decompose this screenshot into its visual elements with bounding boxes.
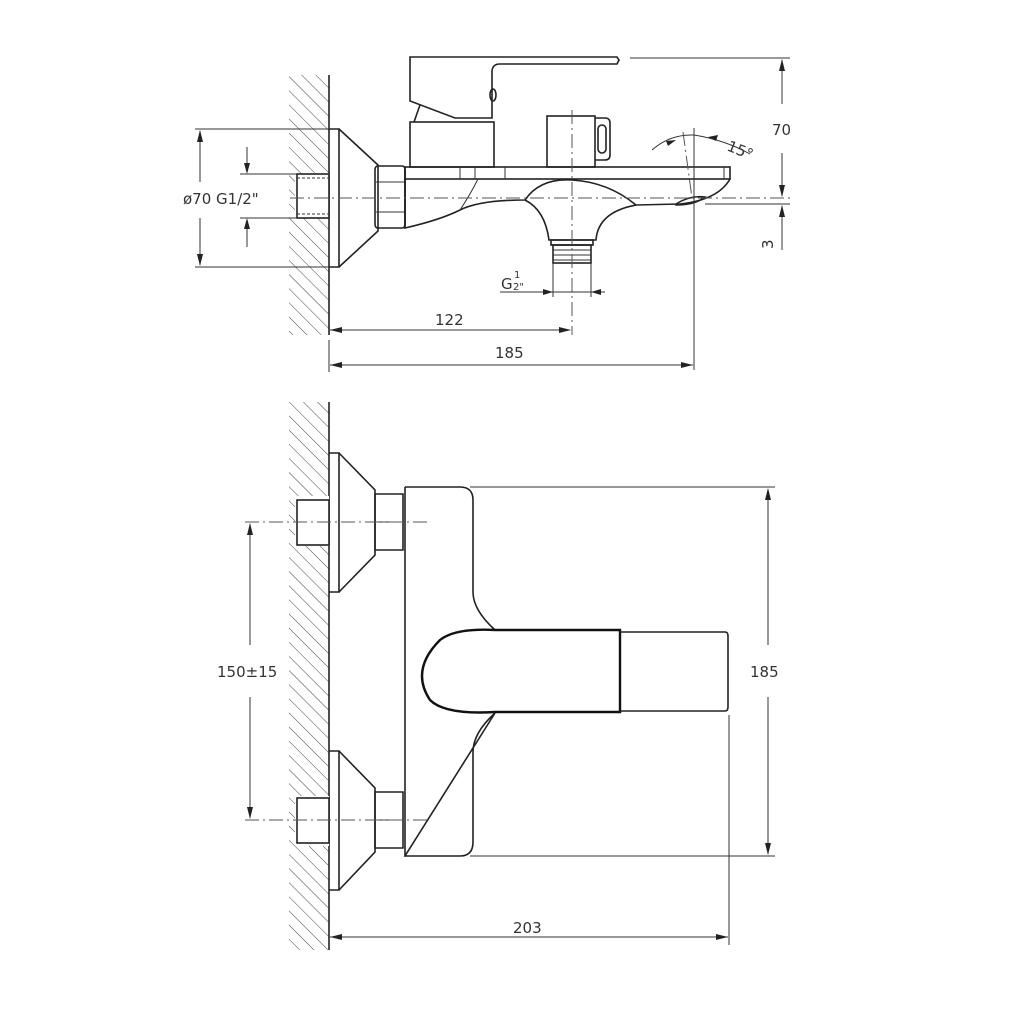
lower-inlet [245, 750, 430, 891]
label-inlet-spacing: 150±15 [217, 663, 277, 681]
label-angle: 15° [725, 137, 756, 164]
dimension-body-width: 185 [470, 486, 779, 857]
upper-inlet [245, 452, 430, 593]
label-outlet-thread: G [501, 275, 513, 293]
label-outlet-distance: 122 [435, 311, 464, 329]
inlet-pipe [296, 173, 330, 219]
label-total-depth-side: 185 [495, 344, 524, 362]
label-body-width: 185 [750, 663, 779, 681]
wall-hatch-bottom [289, 402, 330, 950]
label-total-depth-top: 203 [513, 919, 542, 937]
dimension-total-depth-top: 203 [330, 715, 730, 945]
side-view: ø70 G1/2" 70 3 15° [183, 56, 791, 372]
dimension-outlet-thread: G 1 2" [500, 263, 605, 297]
dimension-outlet-distance: 122 [330, 311, 571, 333]
mixer-body [404, 56, 731, 264]
label-spout-offset: 3 [759, 239, 777, 249]
dimension-angle: 15° [651, 134, 756, 164]
dimension-total-depth-side: 185 [328, 340, 693, 372]
svg-text:2": 2" [513, 282, 524, 293]
spout-angle-line [682, 131, 693, 199]
dimension-flange-diameter: ø70 G1/2" [183, 128, 329, 268]
hex-nut [374, 165, 406, 229]
svg-text:1: 1 [514, 270, 520, 281]
label-flange-diameter: ø70 G1/2" [183, 190, 259, 208]
top-body [403, 486, 729, 857]
top-view: 150±15 185 203 [217, 402, 779, 950]
dimension-height: 70 3 [630, 57, 791, 250]
dimension-inlet-spacing: 150±15 [217, 523, 277, 819]
wall-hatch-top [289, 75, 330, 335]
label-height: 70 [772, 121, 791, 139]
